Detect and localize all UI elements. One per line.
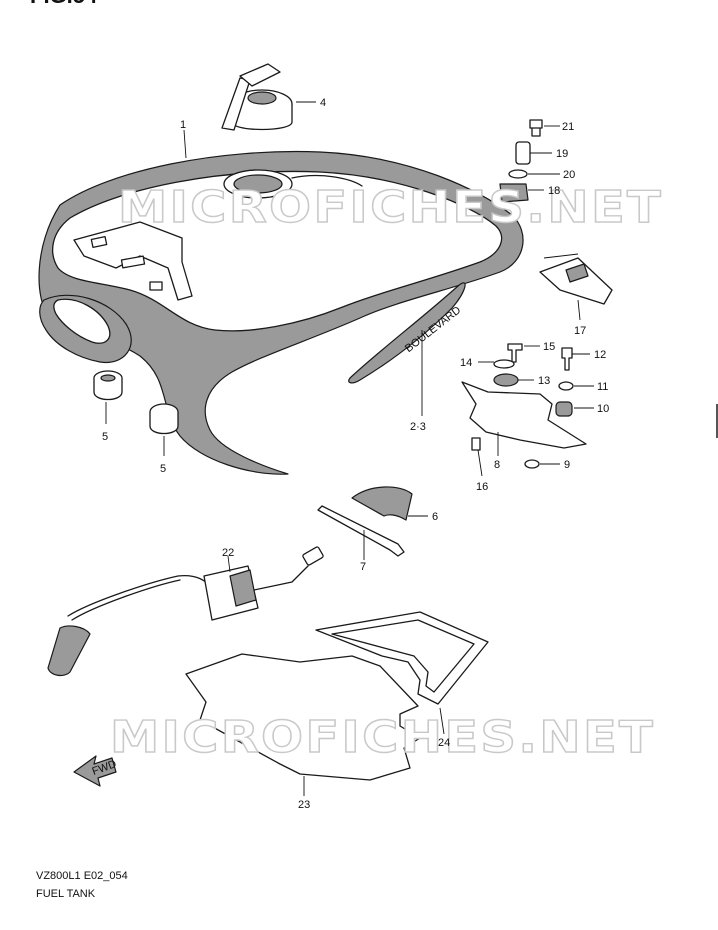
callout-1: 1: [180, 119, 186, 131]
washer-11: [558, 381, 574, 391]
leader-lines: [105, 101, 594, 796]
bracket-slot-1: [90, 235, 108, 249]
callout-13: 13: [538, 375, 550, 387]
bracket-slot-3: [149, 281, 163, 291]
bolt-16: [471, 437, 481, 451]
forward-direction-arrow: FWD: [73, 755, 118, 787]
nut-9: [524, 459, 540, 469]
tank-front-bracket: [73, 221, 193, 301]
collar-19: [515, 141, 531, 165]
fuel-cap-lock: [247, 91, 277, 105]
footer-title: FUEL TANK: [36, 888, 96, 900]
tank-top-ridge: [291, 174, 363, 187]
rear-bracket-17: [539, 257, 613, 305]
callout-21: 21: [562, 121, 574, 133]
callout-4: 4: [320, 97, 326, 109]
bracket-slot-2: [120, 255, 146, 269]
bolt-15: [507, 343, 523, 363]
fuel-tank-highlight: [52, 170, 503, 332]
callout-14: 14: [460, 357, 472, 369]
watermark-lower: MICROFICHES.NET: [110, 712, 655, 763]
cushion-10: [555, 401, 573, 417]
callout-labels: 1 4 21 19 20 18 17 15 14 12 13 11 10 2·3…: [102, 97, 609, 811]
fuel-tank: BOULEVARD: [38, 150, 524, 475]
cap-5-lower: [149, 403, 179, 435]
callout-24: 24: [438, 737, 450, 749]
bolt-21: [529, 119, 543, 137]
callout-8: 8: [494, 459, 500, 471]
fuel-filler-opening: [233, 174, 283, 194]
callout-17: 17: [574, 325, 586, 337]
tank-emblem: [348, 282, 466, 384]
heat-insulator-24: [315, 611, 489, 705]
callout-11: 11: [597, 381, 608, 393]
callout-16: 16: [476, 481, 488, 493]
cushion-13: [493, 373, 519, 387]
cap-5-upper: [93, 370, 123, 401]
rear-bracket-rubber: [565, 263, 589, 283]
callout-22: 22: [222, 547, 234, 559]
heat-insulator-23: [185, 653, 421, 781]
callout-2-3: 2·3: [410, 421, 426, 433]
page-edge-mark: [716, 404, 718, 438]
callout-5-lower: 5: [160, 463, 166, 475]
callout-15: 15: [543, 341, 555, 353]
washer-20: [508, 169, 528, 179]
fuel-gauge-sender-22: [47, 546, 324, 677]
callout-20: 20: [563, 169, 575, 181]
callout-7: 7: [360, 561, 366, 573]
callout-23: 23: [298, 799, 310, 811]
key-2: [239, 63, 281, 87]
callout-5-upper: 5: [102, 431, 108, 443]
cushion-18: [499, 183, 529, 203]
heat-insulator-24-inner: [331, 619, 475, 693]
mount-bracket-assembly: [461, 343, 587, 469]
fuel-cap-with-keys: [221, 63, 293, 131]
callout-19: 19: [556, 148, 568, 160]
mount-bracket-8: [461, 381, 587, 449]
watermark-upper: MICROFICHES.NET: [118, 182, 663, 233]
washer-14: [493, 359, 515, 369]
callout-9: 9: [564, 459, 570, 471]
callout-12: 12: [594, 349, 606, 361]
figure-heading: FIG.54: [30, 0, 98, 8]
small-parts-upper: [499, 119, 613, 305]
callout-10: 10: [597, 403, 609, 415]
fuel-tank-front-hole: [53, 298, 111, 344]
footer-code: VZ800L1 E02_054: [36, 870, 128, 882]
cushion-pad-6: [351, 486, 413, 521]
callout-6: 6: [432, 511, 438, 523]
cable-tie-7: [317, 505, 405, 557]
callout-18: 18: [548, 185, 560, 197]
bolt-12: [561, 347, 573, 371]
